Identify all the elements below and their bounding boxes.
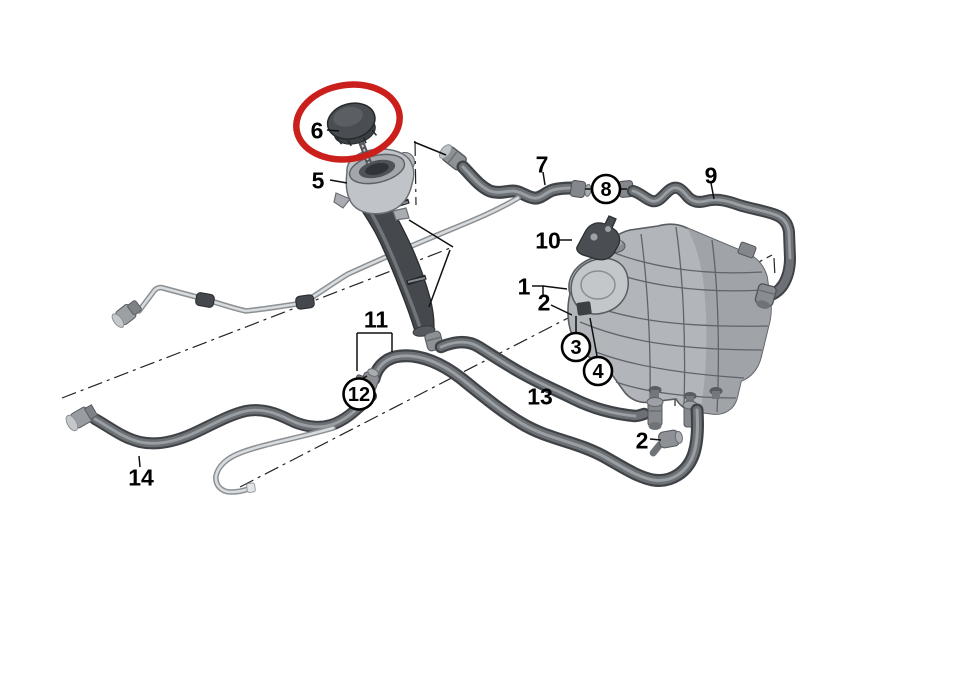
callout-3: 3 [570,337,581,359]
tank-top-right-fitting [737,241,757,259]
callout-circle-4 [582,355,614,387]
hose-13 [424,330,651,423]
callout-1: 1 [518,273,531,299]
callout-2: 2 [538,289,551,315]
callout-4: 4 [592,361,604,383]
pipe-grommet [195,292,215,308]
expansion-tank [567,223,772,415]
callout-9: 9 [705,162,718,188]
callout-circle-8 [590,173,622,205]
callout-2: 2 [636,427,649,453]
pipe-end-cap [246,482,256,493]
tank-shading [687,228,772,415]
callout-12: 12 [348,384,370,406]
callout-circle-12 [342,377,376,411]
reservoir-foot [392,207,410,221]
bleed-pipe-hairpin [213,425,336,495]
hose-9-elbow-fitting [754,283,777,309]
callout-10: 10 [535,227,561,253]
port-fitting [646,397,664,430]
reservoir-cap [326,102,378,147]
vent-pipe [111,195,521,328]
mounting-bracket [576,215,621,261]
hose-7 [438,144,592,205]
hose-14 [65,390,377,450]
callout-8: 8 [600,179,611,201]
elbow-fitting-2 [649,429,683,457]
callout-7: 7 [536,151,549,177]
hose-14-end-connector [65,404,99,432]
pipe-end-connector [111,300,142,328]
highlight-ellipse [293,81,403,163]
reservoir-foot [333,192,351,209]
callout-11: 11 [364,306,389,332]
callout-5: 5 [312,167,325,193]
tank-port-opening [576,301,592,316]
leader-lines [138,129,715,468]
callout-circle-3 [560,331,592,363]
callout-14: 14 [128,464,154,490]
callout-13: 13 [527,383,553,409]
callout-6: 6 [311,117,324,143]
pipe-grommet [295,294,315,310]
tank-bottom-ports [648,386,723,404]
coolant-reservoir [333,126,415,221]
